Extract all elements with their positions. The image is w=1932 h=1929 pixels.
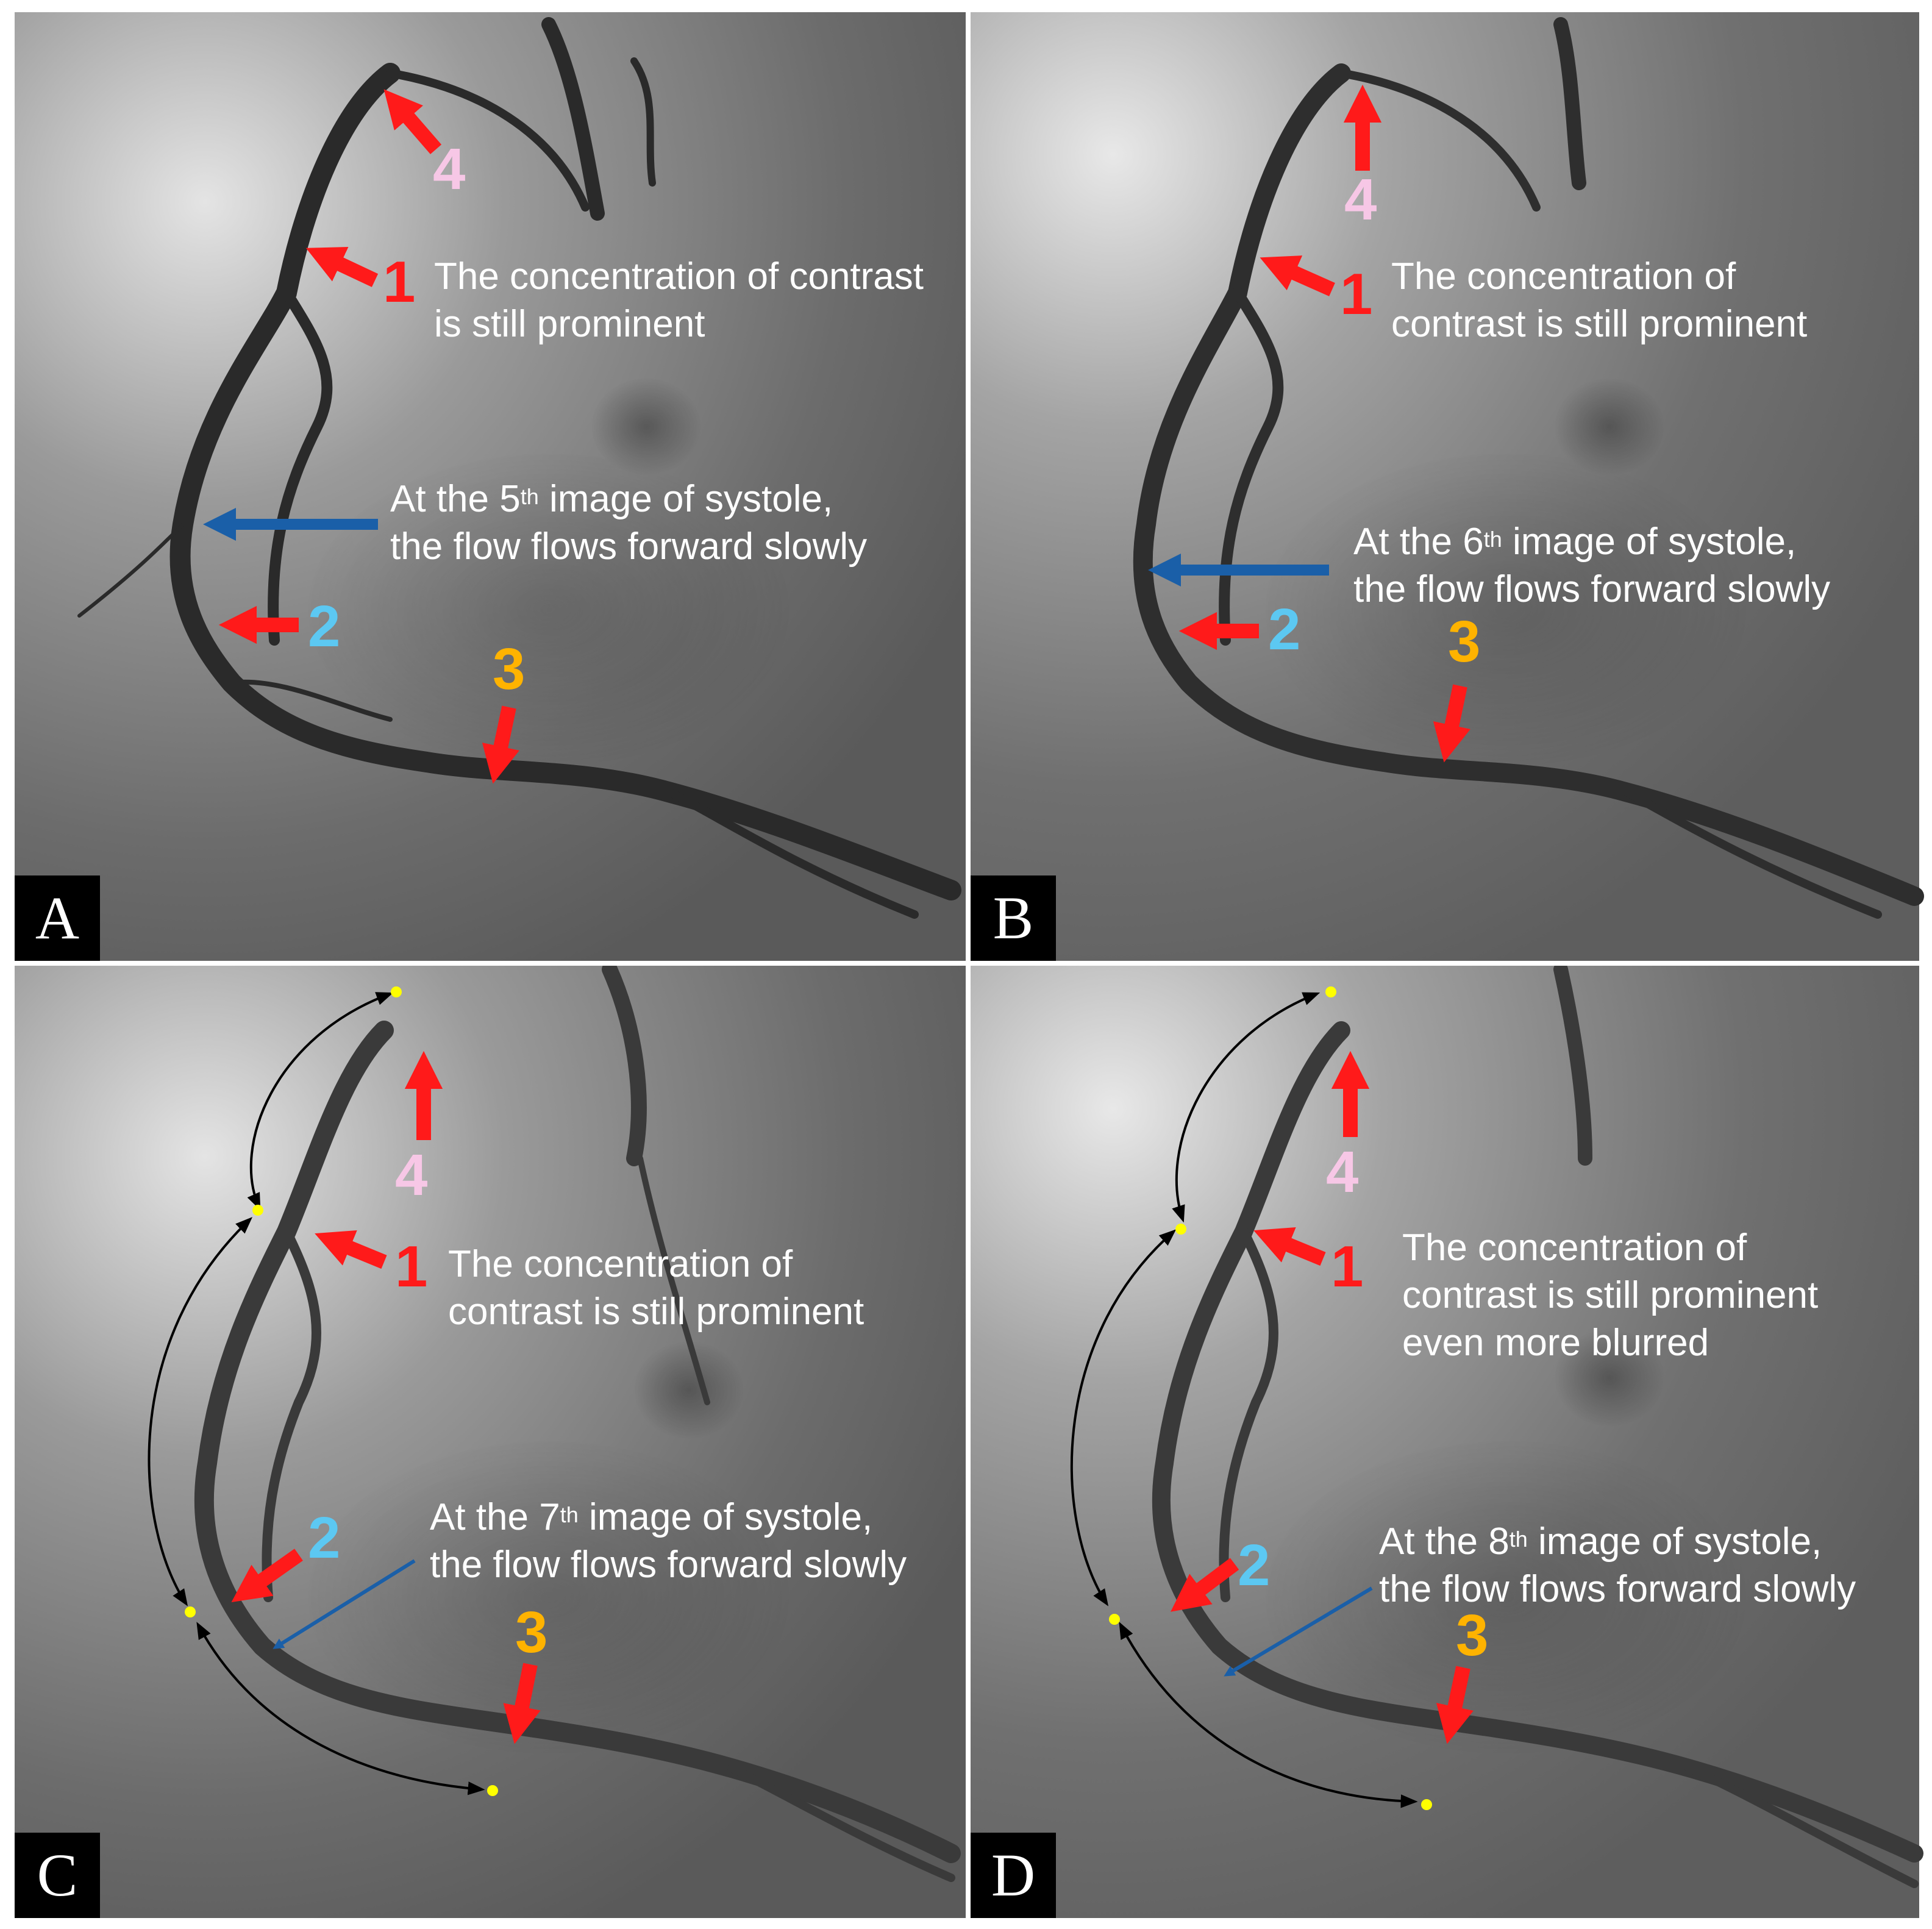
number-3-panel-c: 3: [515, 1600, 548, 1665]
vessels-panel-a: [77, 17, 961, 919]
number-3-panel-b: 3: [1448, 609, 1481, 674]
marker-c-end: [487, 1785, 498, 1796]
number-4-panel-b: 4: [1344, 167, 1377, 232]
number-2-panel-b: 2: [1268, 597, 1301, 662]
number-1-panel-c: 1: [395, 1234, 428, 1299]
red-arrow-a-3: [482, 705, 519, 784]
red-arrow-d-3: [1436, 1666, 1474, 1744]
panel-c-image: [15, 966, 966, 1918]
number-1-panel-d: 1: [1331, 1234, 1364, 1299]
number-2-panel-d: 2: [1238, 1533, 1271, 1598]
number-3-panel-d: 3: [1456, 1603, 1489, 1668]
panel-label-a: A: [15, 875, 100, 961]
panel-label-c: C: [15, 1833, 100, 1918]
red-arrow-b-1: [1260, 255, 1335, 296]
red-arrow-a-4: [383, 89, 442, 154]
flow-text-panel-d: At the 8th image of systole, the flow fl…: [1379, 1521, 1856, 1610]
panel-d-image: [971, 966, 1919, 1918]
marker-c-mid: [252, 1205, 263, 1216]
flow-text-panel-b: At the 6th image of systole, the flow fl…: [1353, 521, 1831, 610]
number-1-panel-b: 1: [1340, 262, 1373, 327]
panel-separators: [15, 12, 1919, 1918]
arc-d-middle: [1070, 1229, 1177, 1606]
arc-c-upper: [247, 992, 394, 1211]
number-4-panel-a: 4: [433, 137, 466, 202]
red-arrow-b-3: [1433, 684, 1470, 763]
marker-d-low: [1109, 1614, 1120, 1625]
contrast-text-panel-b: The concentration of contrast is still p…: [1391, 255, 1808, 345]
number-2-panel-a: 2: [308, 594, 341, 659]
number-3-panel-a: 3: [493, 636, 526, 702]
red-arrow-c-1: [315, 1230, 387, 1269]
contrast-text-panel-c: The concentration of contrast is still p…: [448, 1243, 864, 1333]
number-4-panel-d: 4: [1326, 1139, 1359, 1205]
marker-d-top: [1325, 986, 1336, 997]
contrast-text-panel-d: The concentration of contrast is still p…: [1402, 1227, 1819, 1364]
arc-d-lower: [1119, 1622, 1418, 1808]
number-2-panel-c: 2: [308, 1505, 341, 1571]
arc-d-upper: [1172, 992, 1321, 1223]
red-arrow-a-1: [305, 247, 379, 287]
red-arrows: [218, 84, 1474, 1744]
marker-d-mid: [1175, 1224, 1186, 1235]
red-arrow-d-1: [1253, 1227, 1326, 1266]
red-arrow-c-3: [503, 1663, 541, 1744]
red-arrow-c-2: [231, 1549, 303, 1602]
marker-c-low: [185, 1606, 196, 1617]
marker-d-end: [1421, 1799, 1432, 1810]
arc-c-middle: [148, 1217, 253, 1606]
contrast-text-panel-a: The concentration of contrast is still p…: [434, 255, 924, 345]
number-4-panel-c: 4: [395, 1143, 428, 1208]
panel-label-d: D: [971, 1833, 1056, 1918]
panel-label-b: B: [971, 875, 1056, 961]
arc-c-lower: [196, 1622, 485, 1795]
vessels-panel-b: [1133, 17, 1924, 919]
yellow-markers: [185, 986, 1432, 1810]
flow-text-panel-c: At the 7th image of systole, the flow fl…: [430, 1496, 907, 1586]
flow-text-panel-a: At the 5th image of systole, the flow fl…: [390, 478, 868, 568]
red-arrow-d-2: [1171, 1558, 1239, 1612]
number-1-panel-a: 1: [383, 249, 416, 315]
length-arcs: [148, 992, 1418, 1808]
marker-c-top: [391, 986, 402, 997]
